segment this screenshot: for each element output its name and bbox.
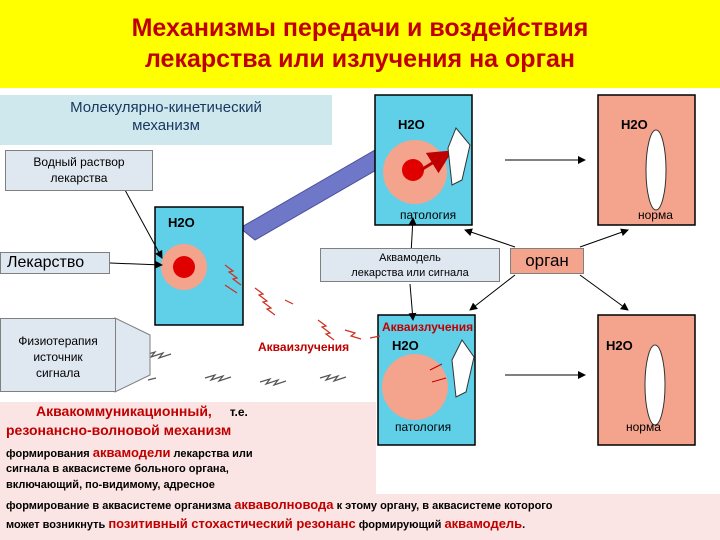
bottom-bg-wide <box>0 494 720 540</box>
molecular-kinetic-label: Молекулярно-кинетический механизм <box>0 95 332 145</box>
bottom-l5a: может возникнуть <box>6 519 109 531</box>
aqua-comm-line-1: Аквакоммуникационный, <box>36 403 212 419</box>
bottom-line-1: формирования аквамодели лекарства или <box>6 445 253 462</box>
aqua-communication-label: Аквакоммуникационный, т.е. резонансно-во… <box>0 402 376 444</box>
bottom-line-3: включающий, по-видимому, адресное <box>6 479 215 491</box>
drug-core-top <box>402 159 424 181</box>
bottom-line-5: может возникнуть позитивный стохастическ… <box>6 516 525 533</box>
transfer-pipe <box>239 149 386 241</box>
bottom-l5c: формирующий <box>355 519 445 531</box>
norm-label-bottom: норма <box>626 420 661 434</box>
organ-cell-norm-bottom <box>644 344 666 426</box>
aquamodel-line-1: Аквамодель <box>379 252 441 264</box>
bottom-l4b: акваволновода <box>234 497 334 512</box>
norm-beaker-bottom <box>597 314 696 446</box>
bottom-l4a: формирование в аквасистеме организма <box>6 500 235 512</box>
physio-line-3: сигнала <box>35 366 81 380</box>
target-plate-top <box>447 127 471 186</box>
physio-line-1: Физиотерапия <box>18 334 98 348</box>
bottom-line-2: сигнала в аквасистеме больного органа, <box>6 463 229 475</box>
aquamodel-line-2: лекарства или сигнала <box>351 267 469 279</box>
h2o-top-mid: H2O <box>398 117 425 132</box>
bottom-l5b: позитивный стохастический резонанс <box>108 516 356 531</box>
organ-cell-norm-top <box>645 129 667 211</box>
signal-waves-left <box>144 350 232 383</box>
water-line-1: Водный раствор <box>33 155 125 169</box>
norm-label-top: норма <box>638 208 673 222</box>
physio-line-2: источник <box>33 350 83 364</box>
aqua-comm-te: т.е. <box>229 405 248 419</box>
drug-particle-core <box>173 256 195 278</box>
signal-waves-red <box>224 264 381 341</box>
mol-line-2: механизм <box>132 117 200 134</box>
title-line-1: Механизмы передачи и воздействия <box>131 14 589 42</box>
h2o-left: H2O <box>168 215 195 230</box>
bottom-l5e: . <box>522 519 526 531</box>
pathology-label-top: патология <box>400 208 457 222</box>
water-line-2: лекарства <box>50 171 108 185</box>
water-solution-label: Водный раствор лекарства <box>5 150 153 191</box>
mol-line-1: Молекулярно-кинетический <box>70 99 262 116</box>
organ-label: орган <box>510 248 584 274</box>
bottom-line-4: формирование в аквасистеме организма акв… <box>6 497 552 514</box>
aquamodel-label: Аквамодель лекарства или сигнала <box>320 248 500 282</box>
h2o-top-right: H2O <box>621 117 648 132</box>
physio-arrow <box>114 317 151 393</box>
organ-cell-bottom <box>382 354 448 420</box>
physiotherapy-label: Физиотерапия источник сигнала <box>0 318 116 392</box>
h2o-bottom-right: H2O <box>606 338 633 353</box>
bottom-l5d: аквамодель <box>444 516 523 531</box>
bottom-l4c: к этому органу, в аквасистеме которого <box>333 500 553 512</box>
aqua-radiation-label-mid: Акваизлучения <box>382 320 474 334</box>
page-title: Механизмы передачи и воздействия лекарст… <box>0 0 720 88</box>
aqua-radiation-label-left: Акваизлучения <box>258 340 350 354</box>
bottom-l1a: формирования <box>6 448 93 460</box>
bottom-l1c: лекарства или <box>170 448 253 460</box>
aqua-comm-line-2: резонансно-волновой механизм <box>6 422 232 438</box>
drug-label: Лекарство <box>0 252 110 274</box>
pathology-label-bottom: патология <box>395 420 452 434</box>
bottom-l1b: аквамодели <box>92 445 171 460</box>
title-line-2: лекарства или излучения на орган <box>145 45 575 73</box>
target-plate-bottom <box>451 339 475 398</box>
bottom-bg-left <box>0 444 376 494</box>
h2o-bottom-mid: H2O <box>392 338 419 353</box>
